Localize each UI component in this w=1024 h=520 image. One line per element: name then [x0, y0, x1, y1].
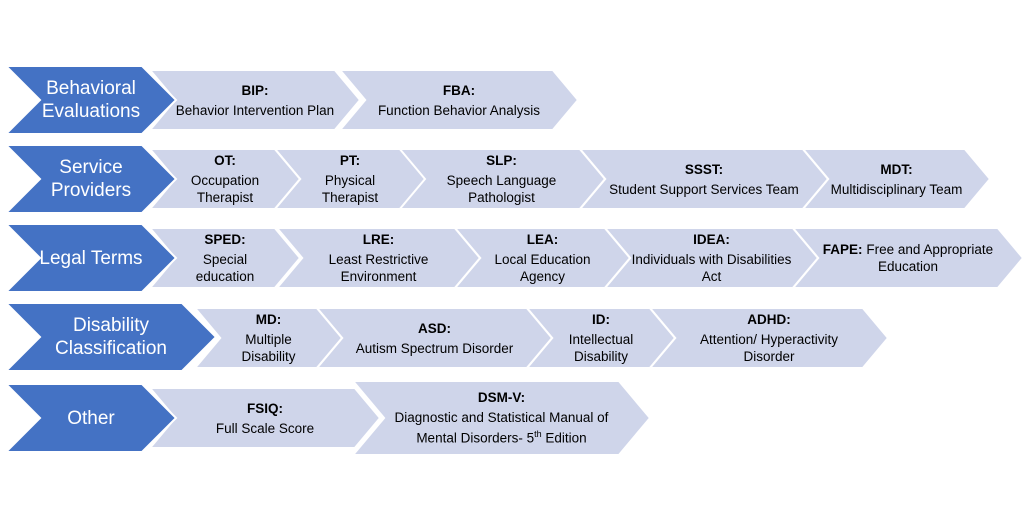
item-definition-text: Multidisciplinary Team [830, 181, 963, 197]
item-abbreviation: FBA: [442, 82, 476, 98]
row-behavioral-evaluations [3, 65, 580, 135]
superscript: th [534, 429, 542, 440]
item-abbreviation: BIP: [241, 82, 269, 98]
item-chevron [192, 307, 344, 369]
item-definition-text: Least Restrictive Environment [328, 252, 429, 284]
category-label: Behavioral Evaluations [25, 66, 158, 134]
item-label: FSIQ: Full Scale Score [175, 388, 355, 448]
item-label: FAPE: Free and Appropriate Education [818, 228, 998, 288]
category-text: Behavioral Evaluations [41, 78, 141, 122]
item-definition-text: Behavior Intervention Plan [175, 102, 335, 118]
item-definition: Diagnostic and Statistical Manual of Men… [384, 409, 619, 447]
item-definition: Intellectual Disability [552, 331, 650, 365]
item-definition: Student Support Services Team [609, 181, 799, 198]
category-text: Other [67, 407, 115, 429]
item-label: PT: Physical Therapist [300, 149, 400, 209]
category-chevron [3, 383, 178, 453]
item-definition: Multiple Disability [220, 331, 317, 365]
item-definition-text: Intellectual Disability [568, 332, 634, 364]
category-chevron [3, 144, 178, 214]
category-text: Legal Terms [39, 247, 143, 269]
item-label: SLP: Speech Language Pathologist [423, 149, 580, 209]
category-chevron [3, 302, 218, 372]
item-definition-text: Occupation Therapist [190, 173, 260, 205]
item-chevron [350, 380, 652, 456]
item-abbreviation: DSM-V: [477, 390, 526, 406]
item-label: BIP: Behavior Intervention Plan [175, 70, 335, 130]
item-label: LEA: Local Education Agency [480, 228, 605, 288]
row-other [3, 380, 652, 456]
item-definition-text: Speech Language Pathologist [446, 173, 557, 205]
item-definition: Special education [175, 251, 275, 285]
item-label: IDEA: Individuals with Disabilities Act [630, 228, 793, 288]
category-label: Service Providers [25, 145, 158, 213]
item-definition-text: Attention/ Hyperactivity Disorder [699, 332, 839, 364]
item-definition-text: Physical Therapist [321, 173, 379, 205]
item-definition-text: Diagnostic and Statistical Manual of Men… [394, 410, 609, 446]
item-definition: Full Scale Score [216, 420, 314, 437]
item-chevron [337, 69, 580, 131]
item-chevron [274, 227, 482, 289]
item-definition: Physical Therapist [300, 172, 400, 206]
item-abbreviation: SPED: [204, 232, 246, 247]
category-text: Disability Classification [55, 315, 167, 359]
item-definition-text: Multiple Disability [241, 332, 296, 364]
item-definition-text: Local Education Agency [494, 252, 591, 284]
item-definition: Autism Spectrum Disorder [356, 340, 514, 357]
category-chevron [3, 223, 178, 293]
item-definition: Behavior Intervention Plan [176, 102, 334, 119]
item-label: MD: Multiple Disability [220, 308, 317, 368]
item-abbreviation: SSST: [684, 161, 724, 177]
item-label: DSM-V: Diagnostic and Statistical Manual … [384, 381, 619, 455]
row-service-providers [3, 144, 992, 214]
item-definition-text: Special education [195, 252, 255, 284]
item-abbreviation: PT: [339, 153, 361, 168]
item-abbreviation: OT: [214, 153, 236, 168]
category-label: Other [25, 384, 158, 452]
item-definition: Attention/ Hyperactivity Disorder [675, 331, 863, 365]
item-definition-text: Autism Spectrum Disorder [355, 340, 514, 356]
item-definition: Occupation Therapist [175, 172, 275, 206]
item-label: ADHD: Attention/ Hyperactivity Disorder [675, 308, 863, 368]
item-label: MDT: Multidisciplinary Team [828, 149, 965, 209]
category-label: Disability Classification [25, 303, 198, 371]
item-definition-text: Full Scale Score [215, 420, 315, 436]
item-definition-text: Function Behavior Analysis [377, 102, 541, 118]
item-label: ID: Intellectual Disability [552, 308, 650, 368]
category-text: Service Providers [50, 157, 132, 201]
item-label: FBA: Function Behavior Analysis [365, 70, 553, 130]
item-abbreviation: MD: [255, 312, 282, 327]
item-abbreviation: MDT: [880, 161, 913, 177]
item-abbreviation: FAPE: [822, 242, 863, 257]
item-label: SPED: Special education [175, 228, 275, 288]
item-abbreviation: LRE: [362, 232, 395, 247]
row-disability-classification [3, 302, 890, 372]
item-abbreviation: ASD: [417, 320, 451, 336]
row-legal-terms [3, 223, 1024, 293]
item-abbreviation: ADHD: [747, 312, 791, 327]
item-abbreviation: SLP: [486, 153, 517, 168]
item-definition: Function Behavior Analysis [378, 102, 540, 119]
item-label: ASD: Autism Spectrum Disorder [342, 308, 527, 368]
item-abbreviation: ID: [591, 312, 610, 327]
item-label: SSST: Student Support Services Team [605, 149, 803, 209]
category-chevron [3, 65, 178, 135]
item-definition: Free and Appropriate Education [866, 242, 993, 274]
item-abbreviation: LEA: [526, 232, 559, 247]
item-definition: Individuals with Disabilities Act [630, 251, 793, 285]
item-definition: Local Education Agency [480, 251, 605, 285]
item-definition-suffix: Edition [541, 430, 587, 446]
item-definition: Speech Language Pathologist [423, 172, 580, 206]
item-label: OT: Occupation Therapist [175, 149, 275, 209]
item-label: LRE: Least Restrictive Environment [302, 228, 455, 288]
item-definition: Multidisciplinary Team [831, 181, 963, 198]
item-abbreviation: IDEA: [693, 232, 730, 247]
category-label: Legal Terms [25, 224, 158, 292]
item-definition: Least Restrictive Environment [302, 251, 455, 285]
item-abbreviation: FSIQ: [246, 400, 283, 416]
item-definition-text: Student Support Services Team [609, 181, 799, 197]
item-definition-text: Individuals with Disabilities Act [631, 252, 792, 284]
item-definition-text: Free and Appropriate Education [866, 242, 994, 274]
